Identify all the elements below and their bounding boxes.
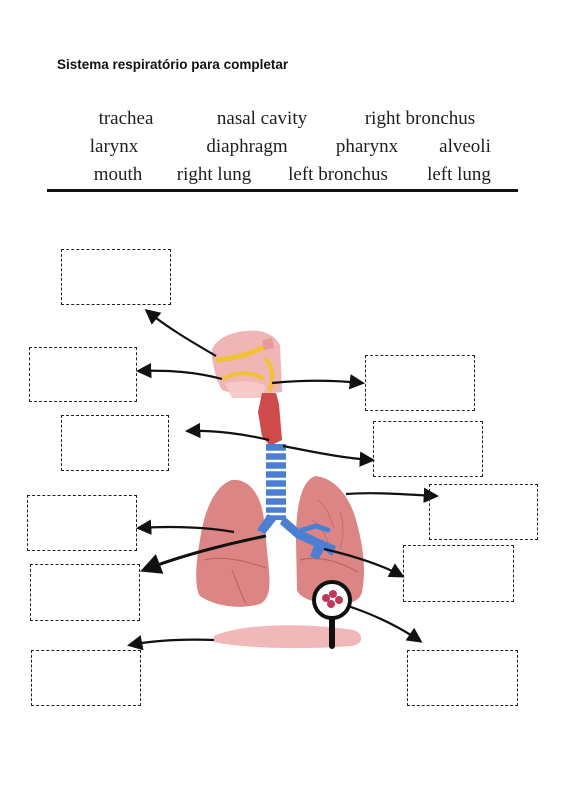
- answer-box[interactable]: [407, 650, 518, 706]
- answer-box[interactable]: [429, 484, 538, 540]
- word-bank-item: right lung: [176, 164, 252, 185]
- word-bank-item: left bronchus: [288, 164, 388, 185]
- trachea-shape: [266, 444, 286, 520]
- nasal-bone: [215, 345, 265, 363]
- magnifying-glass-icon: [312, 580, 352, 649]
- head-airway: [212, 330, 282, 398]
- word-bank-item: pharynx: [335, 136, 399, 157]
- word-bank-item: alveoli: [439, 136, 491, 157]
- word-bank-item: diaphragm: [206, 136, 288, 157]
- answer-box[interactable]: [29, 347, 137, 402]
- word-bank-item: mouth: [93, 164, 143, 185]
- divider-line: [47, 189, 518, 192]
- word-bank-item: nasal cavity: [216, 108, 308, 129]
- right-bronchus-shape: [257, 514, 276, 534]
- word-bank-item: left lung: [427, 164, 491, 185]
- answer-box[interactable]: [31, 650, 141, 706]
- answer-box[interactable]: [30, 564, 140, 621]
- answer-box[interactable]: [373, 421, 483, 477]
- word-bank-item: larynx: [89, 136, 139, 157]
- left-bronchus-shape: [280, 516, 336, 560]
- answer-box[interactable]: [61, 249, 171, 305]
- word-bank-item: trachea: [98, 108, 154, 129]
- larynx-shape: [258, 393, 282, 446]
- diaphragm-shape: [214, 625, 362, 649]
- pointer-arrows: [126, 309, 440, 651]
- answer-box[interactable]: [403, 545, 514, 602]
- left-lung-shape: [296, 476, 364, 605]
- word-bank-item: right bronchus: [364, 108, 476, 129]
- answer-box[interactable]: [365, 355, 475, 411]
- answer-box[interactable]: [27, 495, 137, 551]
- worksheet-title: Sistema respiratório para completar: [57, 57, 289, 72]
- answer-box[interactable]: [61, 415, 169, 471]
